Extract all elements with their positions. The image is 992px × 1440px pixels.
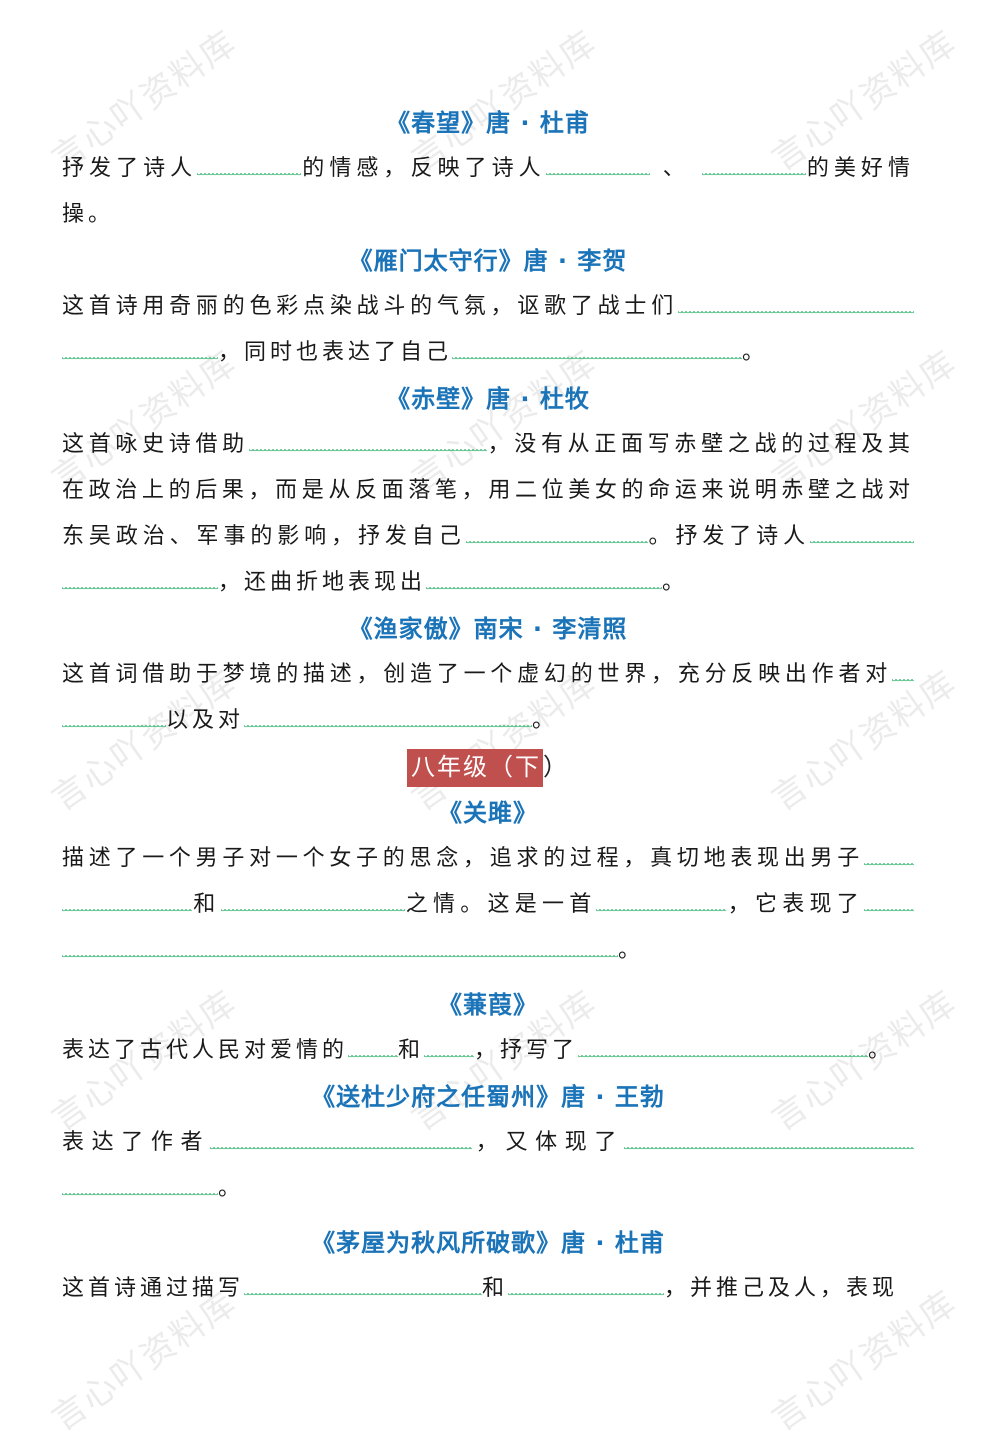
text: 和: [482, 1276, 509, 1301]
answer-blank[interactable]: [892, 653, 914, 683]
text: ，没有从正面写赤壁之战的过程及其在政治上的后果，而是从反面落笔，用二位美女的命运…: [62, 432, 914, 549]
answer-blank[interactable]: [701, 147, 806, 177]
text: 表达了古代人民对爱情的: [62, 1038, 349, 1063]
fill-in-paragraph: 表达了作者 ，又体现了。: [62, 1120, 914, 1212]
answer-blank[interactable]: [426, 561, 663, 591]
text: ，又体现了: [472, 1130, 624, 1155]
text: 描述了一个男子对一个女子的思念，追求的过程，真切地表现出男子: [62, 846, 864, 871]
answer-blank[interactable]: [62, 929, 618, 959]
text: 和: [192, 892, 221, 917]
grade-highlight: 八年级（下: [407, 749, 543, 787]
answer-blank[interactable]: [62, 1167, 218, 1197]
text: ，还曲折地表现出: [218, 570, 427, 595]
text: ，它表现了: [726, 892, 864, 917]
poem-title: 《送杜少府之任蜀州》唐 · 王勃: [311, 1083, 665, 1111]
answer-blank[interactable]: [348, 1029, 399, 1059]
poem-title: 《蒹葭》: [438, 991, 538, 1019]
fill-in-paragraph: 描述了一个男子对一个女子的思念，追求的过程，真切地表现出男子和 之情。这是一首 ，它…: [62, 836, 914, 974]
text: 、: [661, 156, 690, 181]
answer-blank[interactable]: [596, 883, 727, 913]
answer-blank[interactable]: [623, 1121, 914, 1151]
poem-title: 《渔家傲》南宋 · 李清照: [348, 615, 628, 643]
answer-blank[interactable]: [197, 147, 302, 177]
fill-in-paragraph: 表达了古代人民对爱情的 和 ，抒写了 。: [62, 1028, 914, 1074]
answer-blank[interactable]: [244, 1267, 483, 1297]
answer-blank[interactable]: [62, 699, 166, 729]
text: ，并推己及人，表现: [664, 1276, 899, 1301]
answer-blank[interactable]: [545, 147, 650, 177]
text: 这首诗用奇丽的色彩点染战斗的气氛，讴歌了战士们: [62, 294, 678, 319]
text: 。: [662, 570, 689, 595]
text: 。抒发了诗人: [647, 524, 810, 549]
answer-blank[interactable]: [465, 515, 648, 545]
text: 和: [398, 1038, 425, 1063]
answer-blank[interactable]: [220, 883, 405, 913]
text: 这首咏史诗借助: [62, 432, 249, 457]
fill-in-paragraph: 这首词借助于梦境的描述，创造了一个虚幻的世界，充分反映出作者对以及对 。: [62, 652, 914, 744]
answer-blank[interactable]: [62, 331, 218, 361]
text: 。: [742, 340, 769, 365]
fill-in-paragraph: 抒发了诗人 的情感，反映了诗人 、的美好情操。: [62, 146, 914, 238]
answer-blank[interactable]: [62, 561, 218, 591]
grade-heading-row: 八年级（下）: [62, 744, 914, 790]
answer-blank[interactable]: [244, 699, 533, 729]
answer-blank[interactable]: [578, 1029, 869, 1059]
answer-blank[interactable]: [508, 1267, 665, 1297]
answer-blank[interactable]: [678, 285, 914, 315]
poem-title: 《关雎》: [438, 799, 538, 827]
answer-blank[interactable]: [452, 331, 743, 361]
text: 。: [218, 1176, 245, 1201]
text: ，同时也表达了自己: [218, 340, 453, 365]
poem-title: 《赤壁》唐 · 杜牧: [386, 385, 590, 413]
text: 这首诗通过描写: [62, 1276, 245, 1301]
answer-blank[interactable]: [863, 883, 914, 913]
text: 以及对: [166, 708, 245, 733]
text: ，抒写了: [474, 1038, 579, 1063]
text: 。: [618, 938, 645, 963]
answer-blank[interactable]: [864, 837, 914, 867]
text: 抒发了诗人: [62, 156, 198, 181]
worksheet-page: 《春望》唐 · 杜甫 抒发了诗人 的情感，反映了诗人 、的美好情操。 《雁门太守行》…: [62, 100, 914, 1312]
text: 。: [868, 1038, 895, 1063]
text: 表达了作者: [62, 1130, 211, 1155]
answer-blank[interactable]: [62, 883, 192, 913]
answer-blank[interactable]: [424, 1029, 475, 1059]
fill-in-paragraph: 这首诗通过描写 和 ，并推己及人，表现: [62, 1266, 914, 1312]
text: 。: [532, 708, 559, 733]
text: 之情。这是一首: [404, 892, 597, 917]
answer-blank[interactable]: [248, 423, 487, 453]
fill-in-paragraph: 这首诗用奇丽的色彩点染战斗的气氛，讴歌了战士们 ，同时也表达了自己 。: [62, 284, 914, 376]
grade-heading: 八年级（下）: [405, 744, 571, 790]
poem-title: 《雁门太守行》唐 · 李贺: [348, 247, 628, 275]
text: ）: [543, 753, 569, 781]
fill-in-paragraph: 这首咏史诗借助，没有从正面写赤壁之战的过程及其在政治上的后果，而是从反面落笔，用…: [62, 422, 914, 606]
text: 这首词借助于梦境的描述，创造了一个虚幻的世界，充分反映出作者对: [62, 662, 892, 687]
poem-title: 《茅屋为秋风所破歌》唐 · 杜甫: [311, 1229, 665, 1257]
answer-blank[interactable]: [809, 515, 914, 545]
poem-title: 《春望》唐 · 杜甫: [386, 109, 590, 137]
text: 的美好情操。: [62, 156, 914, 227]
text: 的情感，反映了诗人: [301, 156, 546, 181]
answer-blank[interactable]: [210, 1121, 473, 1151]
